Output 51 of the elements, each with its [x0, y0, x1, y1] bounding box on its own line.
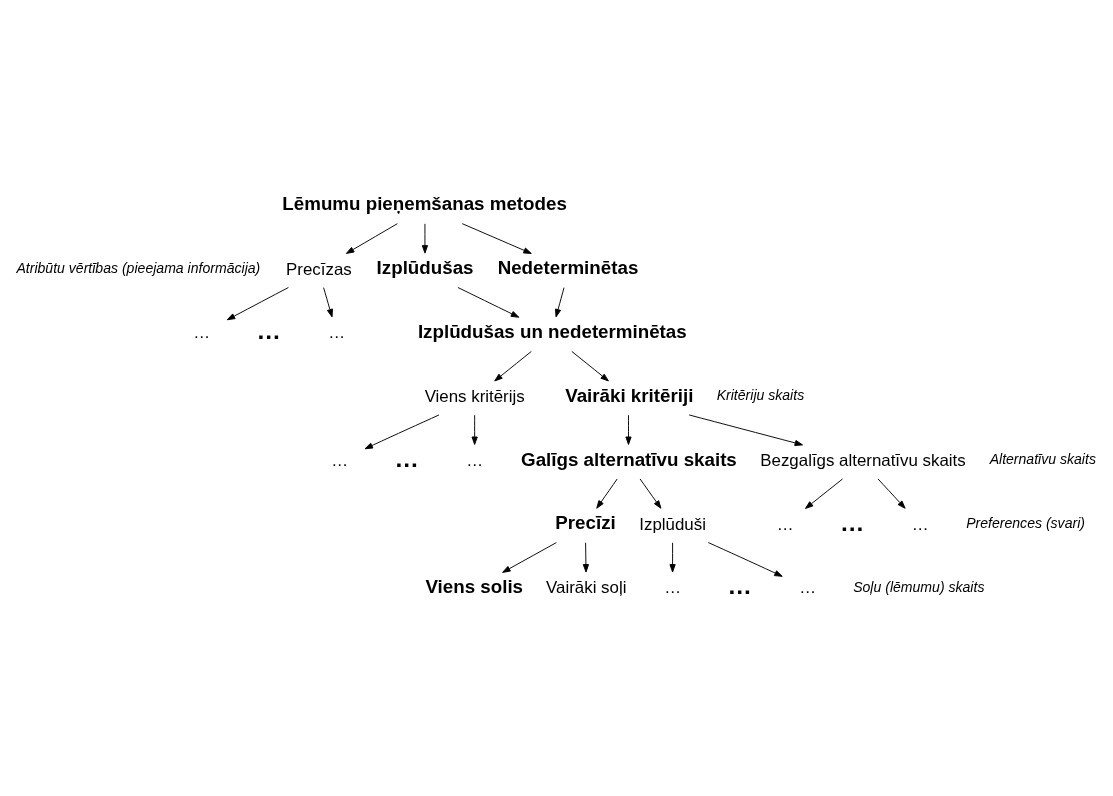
- node-text: Precīzi: [555, 512, 616, 534]
- node-text: Izplūdušas: [376, 257, 474, 279]
- node-text: …: [331, 450, 349, 470]
- arrow: [877, 478, 906, 509]
- arrow: [502, 542, 557, 573]
- arrow: [555, 287, 565, 318]
- label: …: [394, 444, 419, 472]
- node-text: Izplūduši: [639, 514, 706, 534]
- label: …: [256, 317, 281, 345]
- arrow: [625, 414, 632, 445]
- arrow: [688, 414, 804, 446]
- label: Soļu (lēmumu) skaits: [853, 578, 985, 595]
- label: Kritēriju skaits: [716, 387, 805, 404]
- arrow: [639, 478, 662, 509]
- node-text: …: [193, 323, 211, 343]
- arrow: [582, 542, 589, 573]
- arrow: [707, 542, 783, 577]
- arrow: [471, 414, 478, 445]
- arrow: [323, 287, 333, 318]
- label: Atribūtu vērtības (pieejama informācija): [16, 259, 261, 276]
- node-text: Viens kritērijs: [424, 387, 525, 407]
- label: Preferences (svari): [966, 514, 1085, 531]
- node-text: Vairāki kritēriji: [565, 384, 694, 406]
- node-text: Galīgs alternatīvu skaits: [521, 448, 737, 470]
- node-text: Izplūdušas un nedeterminētas: [417, 320, 687, 342]
- arrow: [364, 414, 440, 450]
- arrow: [421, 223, 429, 254]
- node-text: …: [664, 578, 682, 598]
- arrow: [494, 350, 532, 382]
- node-text: Precīzas: [286, 259, 352, 279]
- label: …: [840, 508, 865, 536]
- arrow: [457, 287, 520, 318]
- node-text: …: [911, 514, 929, 534]
- arrow: [571, 350, 609, 382]
- arrow: [345, 223, 398, 254]
- node-text: Viens solis: [425, 576, 524, 598]
- arrow: [805, 478, 843, 509]
- node-text: …: [466, 450, 484, 470]
- node-text: …: [328, 323, 346, 343]
- arrow: [669, 542, 676, 573]
- node-text: Nedeterminētas: [497, 257, 639, 279]
- node-text: Lēmumu pieņemšanas metodes: [282, 193, 567, 215]
- label: …: [727, 572, 752, 600]
- arrow: [226, 287, 289, 321]
- node-text: …: [799, 578, 817, 598]
- arrow: [461, 223, 532, 254]
- arrow: [596, 478, 618, 509]
- node-text: …: [776, 514, 794, 534]
- node-text: Vairāki soļi: [546, 578, 627, 598]
- node-text: Bezgalīgs alternatīvu skaits: [760, 450, 966, 470]
- label: Alternatīvu skaits: [989, 451, 1096, 468]
